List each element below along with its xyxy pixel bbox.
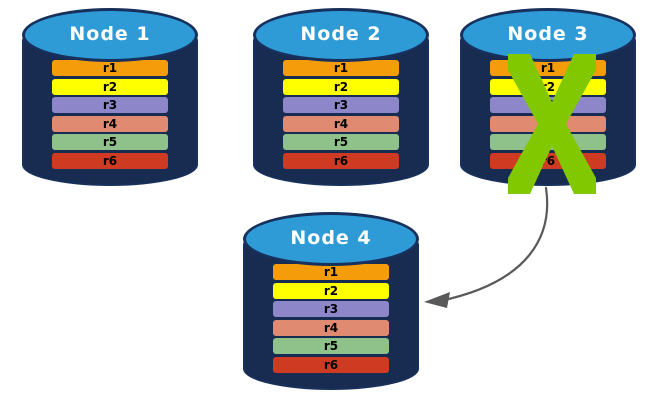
row-bar-r6[interactable]: r6: [283, 153, 399, 169]
row-bar-r5[interactable]: r5: [273, 338, 389, 355]
row-bar-r1[interactable]: r1: [490, 60, 606, 76]
row-bar-r4[interactable]: r4: [283, 115, 399, 132]
row-bar-r5[interactable]: r5: [490, 134, 606, 151]
node-4-cylinder-top: [243, 212, 419, 266]
row-bar-r5[interactable]: r5: [52, 134, 168, 151]
row-bar-r4[interactable]: r4: [490, 115, 606, 132]
node-2-label: Node 2: [300, 23, 382, 45]
row-bar-r6[interactable]: r6: [490, 153, 606, 169]
node-2-cylinder-top: [253, 8, 429, 62]
row-bar-r5[interactable]: r5: [283, 134, 399, 151]
row-bar-r1[interactable]: r1: [273, 264, 389, 280]
node-4-label: Node 4: [290, 227, 372, 249]
row-bar-r4[interactable]: r4: [273, 319, 389, 336]
row-bar-r1[interactable]: r1: [52, 60, 168, 76]
row-bar-r3[interactable]: r3: [283, 97, 399, 114]
row-bar-r2[interactable]: r2: [283, 78, 399, 95]
migration-arrow-path: [438, 186, 549, 303]
node-4[interactable]: Node 4 r1 r2 r3 r4 r5 r6: [243, 212, 419, 390]
node-1-cylinder-top: [22, 8, 198, 62]
migration-arrow-head: [424, 292, 450, 308]
row-bar-r2[interactable]: r2: [52, 78, 168, 95]
row-bar-r3[interactable]: r3: [52, 97, 168, 114]
row-bar-r3[interactable]: r3: [273, 301, 389, 318]
row-bar-r6[interactable]: r6: [273, 357, 389, 373]
row-bar-r4[interactable]: r4: [52, 115, 168, 132]
node-1[interactable]: Node 1 r1 r2 r3 r4 r5 r6: [22, 8, 198, 186]
node-1-label: Node 1: [69, 23, 151, 45]
row-bar-r1[interactable]: r1: [283, 60, 399, 76]
node-2[interactable]: Node 2 r1 r2 r3 r4 r5 r6: [253, 8, 429, 186]
row-bar-r2[interactable]: r2: [490, 78, 606, 95]
row-bar-r6[interactable]: r6: [52, 153, 168, 169]
row-bar-r2[interactable]: r2: [273, 282, 389, 299]
node-3[interactable]: Node 3 r1 r2 r3 r4 r5 r6: [460, 8, 636, 194]
node-3-label: Node 3: [507, 23, 589, 45]
row-bar-r3[interactable]: r3: [490, 97, 606, 114]
